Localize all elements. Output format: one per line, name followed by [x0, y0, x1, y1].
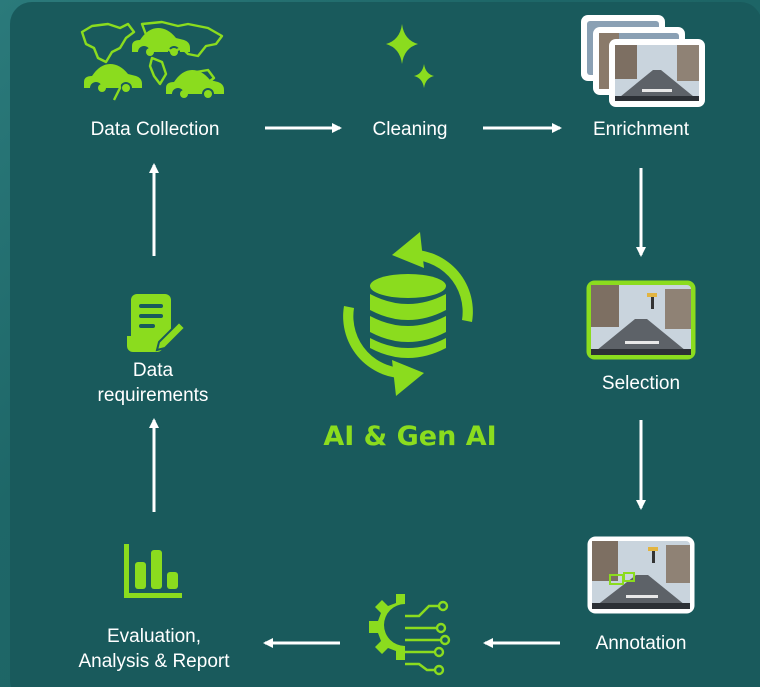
stacked-road-photos-icon: [581, 15, 705, 107]
step-label-evaluation: Evaluation, Analysis & Report: [40, 624, 268, 674]
step-label-evaluation-line1: Evaluation,: [106, 626, 201, 647]
step-label-enrichment: Enrichment: [592, 119, 690, 140]
step-label-evaluation-line2: Analysis & Report: [78, 651, 230, 672]
center-title: AI & Gen AI: [323, 421, 497, 452]
road-photo-icon: [586, 280, 696, 360]
step-label-data-requirements-line2: requirements: [97, 385, 209, 406]
sparkles-icon: [386, 24, 434, 88]
annotated-road-photo-icon: [587, 536, 695, 614]
step-label-annotation: Annotation: [595, 633, 687, 654]
world-cars-map-icon: [80, 20, 224, 101]
step-label-data-requirements-line1: Data: [132, 360, 174, 381]
bar-chart-icon: [124, 544, 182, 598]
step-label-selection: Selection: [601, 373, 681, 394]
gear-circuit-icon: [369, 594, 451, 676]
document-edit-icon: [127, 294, 187, 352]
database-cycle-icon: [343, 232, 473, 396]
step-label-cleaning: Cleaning: [372, 119, 448, 140]
step-label-data-collection: Data Collection: [90, 119, 220, 140]
step-label-data-requirements: Data requirements: [58, 358, 248, 408]
